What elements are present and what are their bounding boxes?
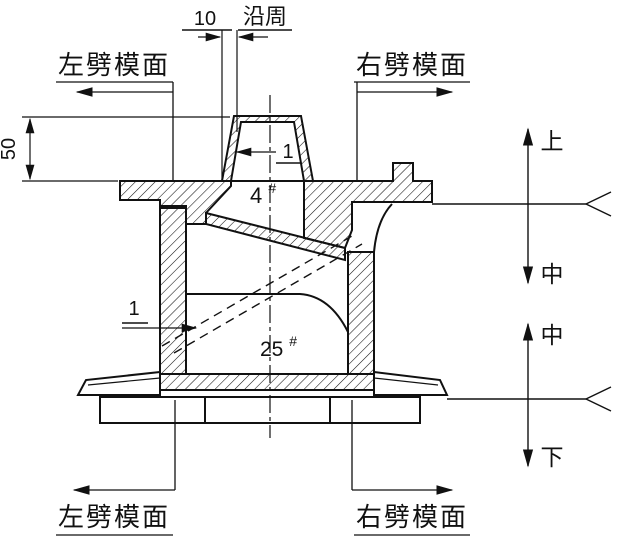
cavity-bottom-profile: [186, 293, 349, 333]
dimension-1-top-group: [235, 147, 300, 164]
parting-face-top-left-label: 左劈模面: [58, 50, 170, 80]
direction-up-label: 上: [541, 128, 564, 154]
dimension-1-bottom-group: [122, 322, 198, 333]
upper-parting-fork: [585, 191, 612, 217]
dim-1-bottom-value: 1: [128, 298, 139, 320]
part-lower-num: 25: [260, 338, 283, 361]
lower-mold-bottom: [159, 373, 375, 391]
lower-mold-right-wall: [347, 251, 375, 375]
dimension-10-group: [182, 29, 292, 180]
part-upper-num: 4: [250, 183, 262, 208]
bottom-flange-right: [373, 370, 449, 396]
upper-mold-slope-strip: [205, 211, 346, 262]
dim-10-value: 10: [194, 8, 216, 30]
dashed-parting-line-1: [161, 235, 353, 347]
bottom-flange-left-inner-line: [87, 377, 161, 386]
part-number-lower: 25 #: [260, 333, 297, 361]
base-plate: [99, 396, 421, 424]
dim-1-top-value: 1: [282, 141, 293, 163]
parting-face-top-right-lines: [354, 81, 470, 180]
direction-middle-label-1: 中: [541, 261, 564, 287]
lower-parting-fork: [585, 386, 612, 412]
parting-face-bottom-left-label: 左劈模面: [58, 502, 170, 532]
direction-middle-label-2: 中: [541, 322, 564, 348]
parting-face-top-right-label: 右劈模面: [356, 50, 468, 80]
right-wall-flare-curve: [373, 203, 393, 253]
dashed-parting-line-2: [173, 243, 363, 354]
parting-face-bottom-right-lines: [351, 400, 470, 536]
middle-lower-indicator: [447, 322, 612, 468]
upper-middle-indicator: [432, 127, 612, 285]
pouring-cup-walls: [220, 115, 315, 182]
parting-face-bottom-right-label: 右劈模面: [356, 502, 468, 532]
dimension-50-group: [22, 116, 230, 182]
direction-down-label: 下: [541, 444, 564, 470]
mold-section-geometry: [76, 115, 449, 424]
part-upper-sup: #: [268, 180, 276, 196]
perimeter-label: 沿周: [243, 4, 287, 29]
part-lower-sup: #: [289, 333, 297, 349]
parting-face-top-left-lines: [56, 81, 174, 180]
part-number-upper: 4 #: [250, 180, 276, 208]
bottom-flange-right-inner-line: [373, 377, 439, 386]
upper-mold-right: [303, 162, 433, 250]
parting-face-bottom-left-lines: [56, 400, 176, 536]
bottom-flange-left: [76, 370, 161, 396]
dim-50-value: 50: [0, 138, 20, 160]
